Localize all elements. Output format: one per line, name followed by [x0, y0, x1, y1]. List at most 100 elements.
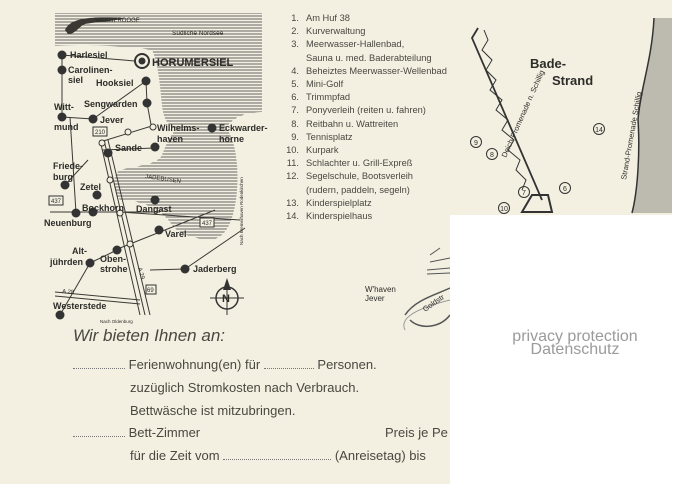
- map-label: A 28: [62, 289, 75, 296]
- map-label: mund: [54, 122, 79, 132]
- legend-text: Beheiztes Meerwasser-Wellenbad: [306, 65, 447, 76]
- road-junctions: [98, 123, 157, 248]
- map-label: Harlesiel: [70, 50, 108, 60]
- legend-number: 4.: [291, 65, 299, 76]
- map-label: Carolinen-: [68, 65, 113, 75]
- legend-number: 14.: [286, 211, 299, 222]
- legend-text: Trimmpfad: [306, 92, 351, 103]
- map-label: Hooksiel: [96, 78, 134, 88]
- north-sea: [55, 13, 262, 132]
- legend-text: Kurpark: [306, 145, 339, 156]
- map-label: Nach Bremerhaven Rodenkirchen: [239, 177, 244, 245]
- map-label: Friede-: [53, 161, 83, 171]
- legend-item: 13. Kinderspielplatz: [283, 197, 447, 210]
- whaven-label-1: W'haven: [365, 285, 396, 294]
- legend-number: 5.: [291, 79, 299, 90]
- map-label: Bockhorn: [82, 203, 124, 213]
- town-centre-map: W'haven Jever Goldstr: [365, 247, 451, 331]
- offer-line-4a: Bett-Zimmer: [128, 425, 201, 440]
- map-label: jührden: [49, 257, 83, 267]
- offer-line-3: Bettwäsche ist mitzubringen.: [130, 403, 296, 418]
- map-label: Neuenburg: [44, 218, 92, 228]
- beach-label-1: Bade-: [530, 56, 566, 71]
- legend-text: Kinderspielplatz: [306, 197, 372, 208]
- dike-path-label: Deich-Promenade n. Schillig: [500, 69, 547, 159]
- map-label: 69: [147, 288, 154, 294]
- legend-text: Schlachter u. Grill-Expreß: [306, 158, 413, 169]
- legend-item: 4. Beheiztes Meerwasser-Wellenbad: [283, 65, 447, 78]
- town-dots: [55, 50, 217, 320]
- marker-7: 7: [522, 190, 526, 197]
- map-label: Sande: [115, 143, 142, 153]
- legend-item: 14. Kinderspielhaus: [283, 210, 447, 223]
- legend-number: 7.: [291, 105, 299, 116]
- map-label: strohe: [100, 264, 128, 274]
- legend-text: Ponyverleih (reiten u. fahren): [306, 105, 426, 116]
- offer-line-5a: für die Zeit vom: [130, 448, 220, 463]
- map-label: 437: [202, 221, 213, 227]
- regional-map: WANGEROOGE Südliche Nordsee JADEBUSEN 21…: [44, 13, 268, 324]
- horumersiel-marker: [134, 53, 150, 69]
- offer-line-1b: Personen.: [317, 357, 377, 372]
- legend-text: Reitbahn u. Wattreiten: [306, 118, 399, 129]
- bay-label: JADEBUSEN: [145, 174, 182, 185]
- legend-item: 12.Segelschule, Bootsverleih: [283, 170, 447, 183]
- legend-number: 10.: [286, 145, 299, 156]
- offer-line-5b: (Anreisetag) bis: [334, 448, 426, 463]
- marker-14: 14: [595, 127, 603, 134]
- map-label: HORUMERSIEL: [152, 57, 234, 69]
- wangerooge-island: [65, 17, 125, 34]
- map-label: Wilhelms-: [157, 123, 199, 133]
- offer-line-2: zuzüglich Stromkosten nach Verbrauch.: [130, 380, 360, 395]
- compass-icon: N: [210, 278, 244, 315]
- legend-text: Kurverwaltung: [306, 26, 366, 37]
- map-markers: [470, 123, 605, 214]
- map-label: 210: [95, 130, 106, 136]
- legend-item: 1. Am Huf 38: [283, 12, 447, 25]
- road-badges: 210 437 437 69 A 29 A 28 Nach Oldenburg …: [48, 126, 244, 324]
- offer-heading: Wir bieten Ihnen an:: [73, 326, 225, 345]
- marker-10: 10: [500, 206, 508, 213]
- map-label: A 29: [136, 267, 145, 281]
- map-label: Witt-: [54, 102, 74, 112]
- map-label: Alt-: [72, 246, 87, 256]
- map-label: Nach Oldenburg: [100, 319, 133, 324]
- map-label: Jever: [100, 115, 124, 125]
- map-label: N: [222, 293, 230, 305]
- legend-text: Sauna u. med. Baderabteilung: [306, 52, 432, 63]
- map-label: burg: [53, 172, 73, 182]
- map-label: Sengwarden: [84, 99, 138, 109]
- map-label: Oben-: [100, 254, 126, 264]
- privacy-overlay: privacy protection Datenschutz: [450, 215, 700, 484]
- legend-number: 1.: [291, 13, 299, 23]
- legend-item: 8.Reitbahn u. Wattreiten: [283, 118, 447, 131]
- legend-text: Meerwasser-Hallenbad,: [306, 39, 405, 50]
- legend-text: Mini-Golf: [306, 79, 344, 90]
- legend-number: 3.: [291, 39, 299, 50]
- map-label: siel: [68, 75, 83, 85]
- legend-item: 11.Schlachter u. Grill-Expreß: [283, 157, 447, 170]
- map-label: Zetel: [80, 182, 101, 192]
- marker-6: 6: [563, 186, 567, 193]
- legend-number: [283, 184, 299, 197]
- legend-number: 6.: [291, 92, 299, 103]
- map-label: haven: [157, 134, 183, 144]
- legend-number: 13.: [286, 197, 299, 208]
- map-label: Jaderberg: [193, 264, 237, 274]
- legend-item: 10. Kurpark: [283, 144, 447, 157]
- map-label: Eckwarder-: [219, 123, 268, 133]
- privacy-text-de: Datenschutz: [530, 341, 620, 358]
- legend-item: 7. Ponyverleih (reiten u. fahren): [283, 104, 447, 117]
- local-map: Bade- Strand Deich-Promenade n. Schillig…: [470, 0, 700, 215]
- marker-9: 9: [474, 140, 478, 147]
- offer-line-4b: Preis je Pe: [385, 425, 448, 440]
- legend-text: Kinderspielhaus: [306, 211, 373, 222]
- legend-number: 12.: [286, 171, 299, 182]
- privacy-text: privacy protection: [512, 328, 638, 345]
- legend-text: Tennisplatz: [306, 131, 353, 142]
- marker-8: 8: [490, 152, 494, 159]
- legend-item: 9.Tennisplatz: [283, 131, 447, 144]
- legend-text: Am Huf 38: [306, 13, 350, 23]
- legend-item: 2.Kurverwaltung: [283, 25, 447, 38]
